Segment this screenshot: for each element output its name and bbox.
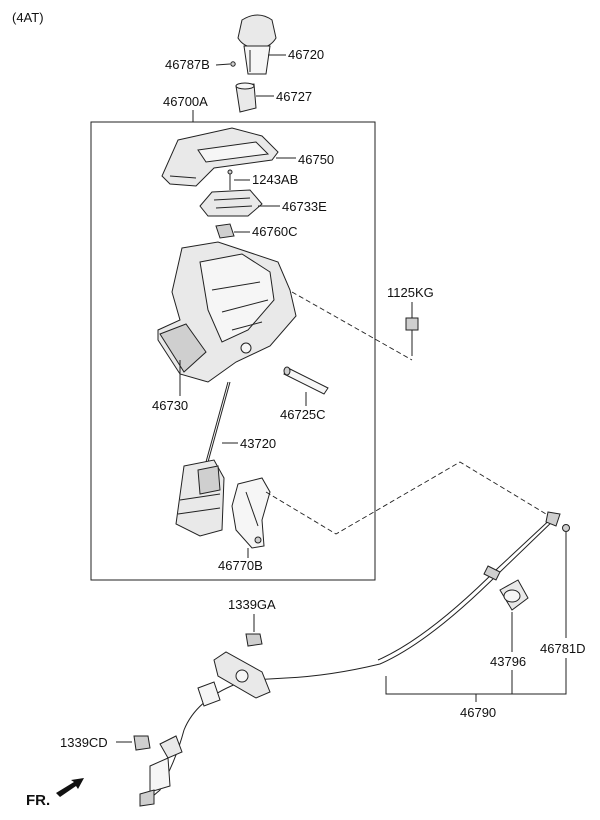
assembly-box-46700A [90,121,376,581]
label-1243AB: 1243AB [252,172,298,187]
label-1339CD: 1339CD [60,735,108,750]
label-43796: 43796 [490,654,526,669]
label-46750: 46750 [298,152,334,167]
clip-46781D [562,524,570,532]
grommet-43796 [499,579,529,611]
boot-46727 [235,82,257,113]
shift-lever-bracket-46730 [157,241,297,383]
front-direction-label: FR. [26,792,50,809]
label-43720: 43720 [240,436,276,451]
clip-46760C [215,223,235,239]
label-46787B: 46787B [165,57,210,72]
shift-knob [237,14,277,75]
label-46733E: 46733E [282,199,327,214]
label-46700A: 46700A [163,94,208,109]
variant-label: (4AT) [12,10,44,25]
label-46770B: 46770B [218,558,263,573]
label-46781D: 46781D [540,641,586,656]
label-46720: 46720 [288,47,324,62]
cable-mount-plate [213,651,271,699]
pin-46787B [230,61,236,67]
cable-end-fitting [139,735,183,807]
solenoid-unit [175,459,225,537]
bracket-46770B [231,477,271,549]
label-46727: 46727 [276,89,312,104]
label-1125KG: 1125KG [387,285,434,300]
nut-1339GA [245,633,263,647]
label-46790: 46790 [460,705,496,720]
bolt-1125KG [405,317,419,356]
indicator-cover-46750 [161,127,279,187]
rod-43720 [205,381,231,463]
boot-cable [197,681,221,707]
label-46730: 46730 [152,398,188,413]
screw-1243AB [227,169,233,190]
slide-plate-46733E [199,189,263,217]
label-1339GA: 1339GA [228,597,276,612]
label-46725C: 46725C [280,407,326,422]
pin-46725C [283,366,329,395]
front-arrow-icon [56,778,84,797]
nut-1339CD [133,735,151,751]
label-46760C: 46760C [252,224,298,239]
